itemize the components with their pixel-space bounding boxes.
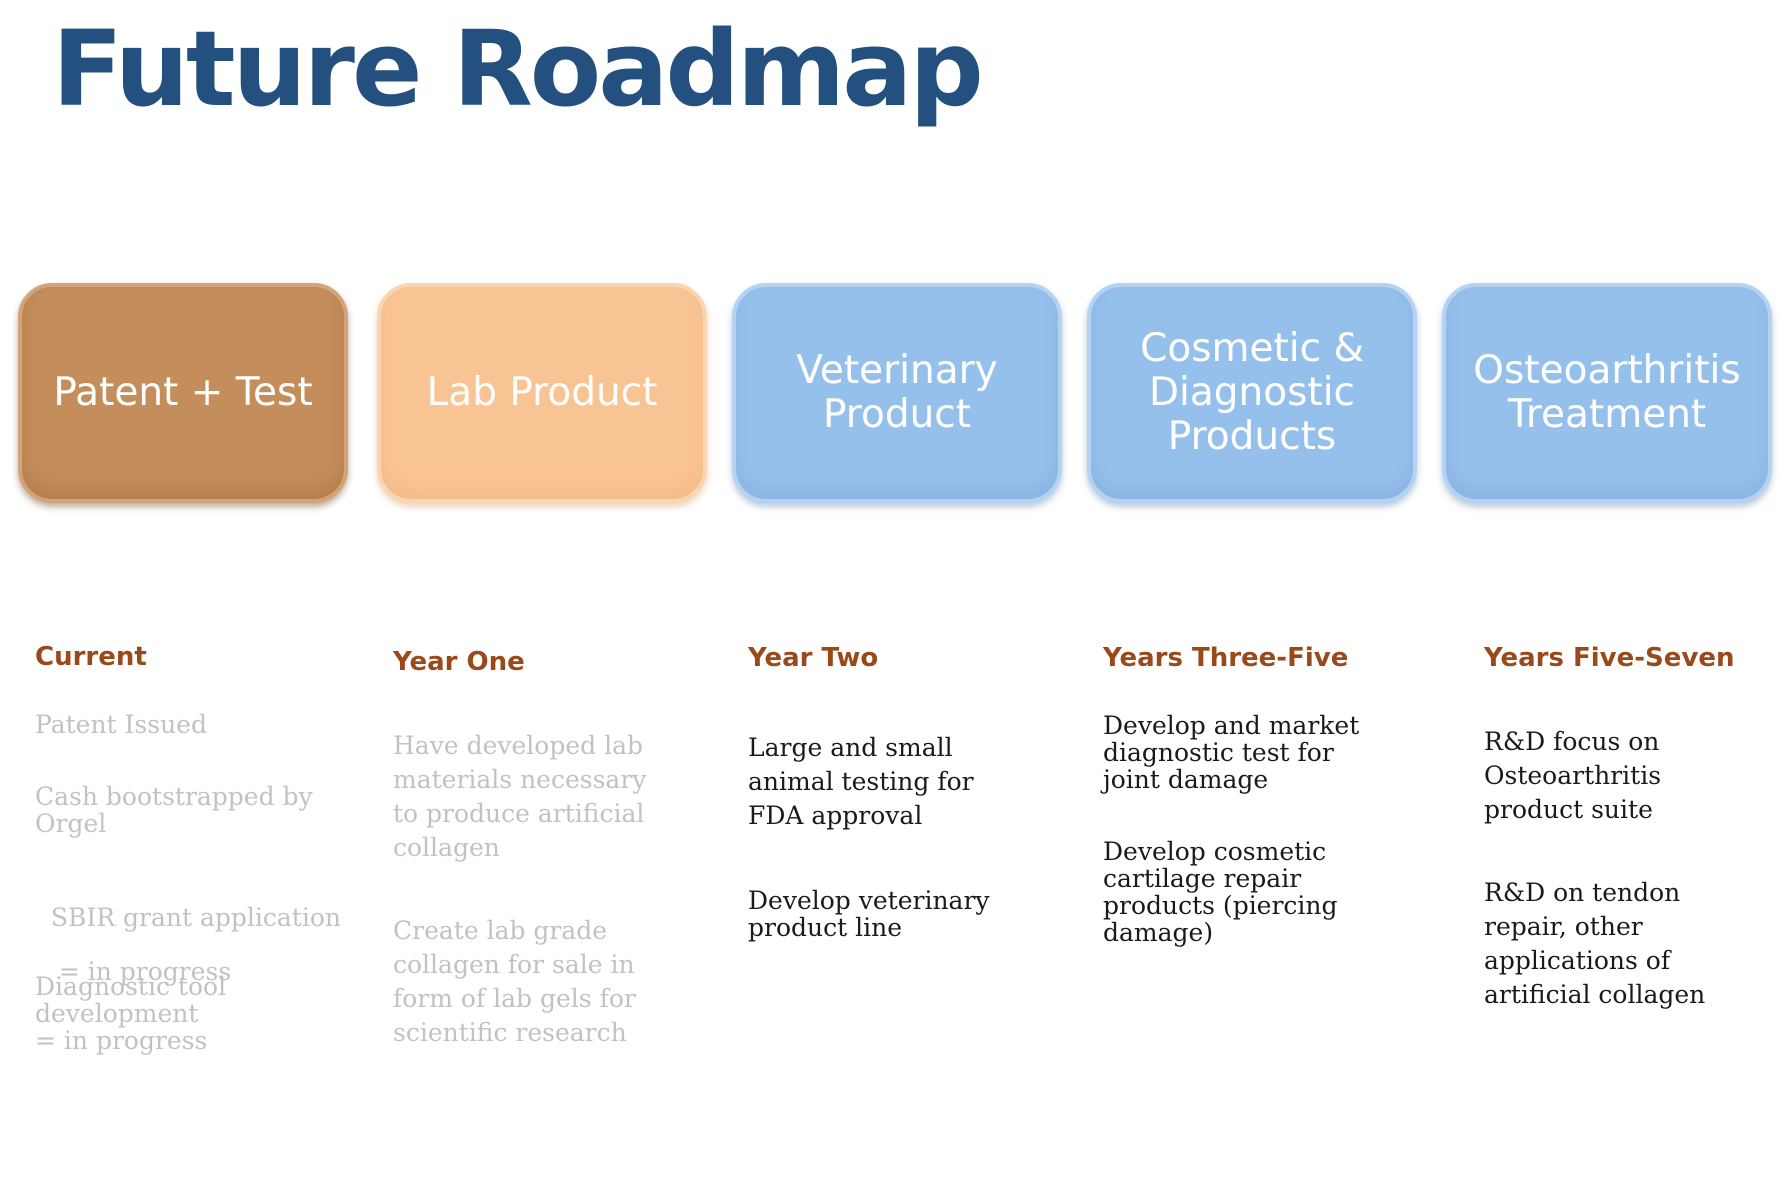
milestone-item: Diagnostic tool development = in progres… bbox=[35, 973, 226, 1054]
milestone-line: joint damage bbox=[1103, 765, 1269, 794]
stage-box-line: Veterinary bbox=[796, 347, 998, 393]
milestone-item: R&D focus on Osteoarthritis product suit… bbox=[1484, 725, 1661, 827]
stage-box-label: Veterinary Product bbox=[796, 347, 998, 437]
milestone-line: artificial collagen bbox=[1484, 980, 1706, 1009]
milestone-line: diagnostic test for bbox=[1103, 738, 1334, 767]
milestone-line: damage) bbox=[1103, 918, 1214, 947]
stage-box-line: Products bbox=[1167, 414, 1337, 460]
milestone-line: Have developed lab bbox=[393, 731, 643, 760]
milestone-line: cartilage repair bbox=[1103, 864, 1302, 893]
stage-box-line: Patent + Test bbox=[53, 369, 313, 415]
milestone-line: collagen for sale in bbox=[393, 950, 635, 979]
milestone-line: product suite bbox=[1484, 795, 1653, 824]
stage-box-cosmetic-diagnostic: Cosmetic & Diagnostic Products bbox=[1087, 283, 1417, 503]
milestone-item: Develop cosmetic cartilage repair produc… bbox=[1103, 838, 1338, 946]
milestone-line: product line bbox=[748, 913, 902, 942]
stage-box-label: Cosmetic & Diagnostic Products bbox=[1140, 325, 1364, 460]
milestone-line: SBIR grant application bbox=[50, 903, 342, 932]
stage-box-line: Product bbox=[822, 392, 972, 437]
column-heading-current: Current bbox=[35, 642, 147, 672]
milestone-line: = in progress bbox=[35, 1026, 208, 1055]
milestone-line: to produce artificial bbox=[393, 799, 645, 828]
milestone-line: form of lab gels for bbox=[393, 984, 636, 1013]
milestone-line: repair, other bbox=[1484, 912, 1643, 941]
milestone-line: Diagnostic tool bbox=[35, 972, 227, 1001]
column-heading-years-five-seven: Years Five-Seven bbox=[1484, 643, 1735, 673]
page-title: Future Roadmap bbox=[52, 8, 984, 130]
stage-box-label: Lab Product bbox=[426, 369, 658, 415]
milestone-line: applications of bbox=[1484, 946, 1671, 975]
milestone-line: collagen bbox=[393, 833, 500, 862]
milestone-line: FDA approval bbox=[748, 801, 923, 830]
stage-box-line: Lab Product bbox=[426, 369, 658, 415]
milestone-item: Patent Issued bbox=[35, 711, 207, 738]
milestone-line: Large and small bbox=[748, 733, 953, 762]
milestone-item: Large and small animal testing for FDA a… bbox=[748, 731, 974, 833]
milestone-item: Create lab grade collagen for sale in fo… bbox=[393, 914, 636, 1050]
column-heading-year-two: Year Two bbox=[748, 643, 879, 673]
milestone-line: scientific research bbox=[393, 1018, 627, 1047]
milestone-line: materials necessary bbox=[393, 765, 647, 794]
stage-box-line: Diagnostic bbox=[1149, 369, 1355, 415]
stage-box-lab-product: Lab Product bbox=[377, 283, 707, 503]
milestone-item: R&D on tendon repair, other applications… bbox=[1484, 876, 1705, 1012]
milestone-line: Develop cosmetic bbox=[1103, 837, 1327, 866]
milestone-line: products (piercing bbox=[1103, 891, 1338, 920]
column-heading-years-three-five: Years Three-Five bbox=[1103, 643, 1349, 673]
stage-box-label: Patent + Test bbox=[53, 369, 313, 415]
milestone-line: Develop veterinary bbox=[748, 886, 990, 915]
milestone-line: Osteoarthritis bbox=[1484, 761, 1662, 790]
milestone-line: animal testing for bbox=[748, 767, 974, 796]
milestone-line: R&D on tendon bbox=[1484, 878, 1681, 907]
column-heading-year-one: Year One bbox=[393, 647, 525, 677]
stage-box-label: Osteoarthritis Treatment bbox=[1473, 347, 1741, 437]
milestone-line: R&D focus on bbox=[1484, 727, 1660, 756]
stage-box-osteoarthritis-treatment: Osteoarthritis Treatment bbox=[1442, 283, 1772, 503]
milestone-line: = in progress bbox=[50, 957, 232, 986]
milestone-item: Have developed lab materials necessary t… bbox=[393, 729, 646, 865]
milestone-line: Orgel bbox=[35, 809, 107, 838]
stage-box-patent-test: Patent + Test bbox=[18, 283, 348, 503]
milestone-item: Cash bootstrapped by Orgel bbox=[35, 783, 313, 837]
stage-box-line: Treatment bbox=[1507, 392, 1707, 437]
milestone-item: SBIR grant application = in progress bbox=[35, 877, 341, 985]
stage-box-veterinary-product: Veterinary Product bbox=[732, 283, 1062, 503]
milestone-item: Develop and market diagnostic test for j… bbox=[1103, 712, 1359, 793]
milestone-line: Cash bootstrapped by bbox=[35, 782, 313, 811]
milestone-line: Develop and market bbox=[1103, 711, 1360, 740]
stage-box-line: Cosmetic & bbox=[1140, 325, 1364, 371]
milestone-line: development bbox=[35, 999, 199, 1028]
stage-box-line: Osteoarthritis bbox=[1473, 347, 1741, 393]
milestone-line: Patent Issued bbox=[35, 710, 207, 739]
milestone-item: Develop veterinary product line bbox=[748, 887, 990, 941]
milestone-line: Create lab grade bbox=[393, 916, 608, 945]
